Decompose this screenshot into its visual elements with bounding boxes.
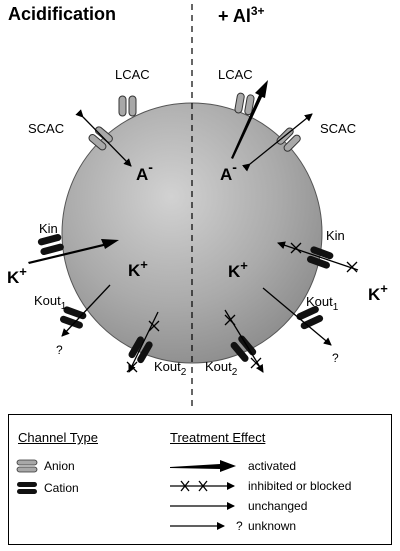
kout2-channel-left [128,336,153,364]
lcac-label-left: LCAC [115,67,150,82]
kout1-label-left: Kout1 [34,293,67,312]
k-ion-outside-left: K+ [7,264,27,287]
legend-activated-arrow [170,460,236,472]
kin-channel-right [306,246,334,269]
kout2-label-left: Kout2 [154,359,187,378]
legend-cation-swatch [17,482,37,494]
scac-arrow-right [242,113,313,172]
left-panel-title: Acidification [8,4,116,24]
kout2-inhibited-arrow-right [224,309,264,373]
legend-activated-label: activated [248,459,297,473]
kin-channel-left [37,233,64,256]
kout1-unknown-mark-left: ? [56,343,63,357]
legend-channel-type-header: Channel Type [18,430,98,445]
legend-box [8,414,392,545]
legend-anion-label: Anion [44,459,75,473]
kout1-unknown-arrow-left [61,284,111,337]
kout2-inhibited-arrow-left [126,311,160,373]
lcac-channel-right [234,92,255,116]
kin-label-right: Kin [326,228,345,243]
kin-inhibited-arrow-right [277,241,359,273]
legend-unchanged-label: unchanged [248,499,308,513]
legend-treatment-header: Treatment Effect [170,430,266,445]
right-panel-title: + Al3+ [218,4,265,26]
legend-cation-label: Cation [44,481,79,495]
kout1-unknown-arrow-right [262,287,332,346]
legend-arrow-glyphs [170,460,236,530]
kout2-label-right: Kout2 [205,359,238,378]
kin-label-left: Kin [39,221,58,236]
k-ion-inside-right: K+ [228,258,248,281]
legend-inhibited-label: inhibited or blocked [248,479,352,493]
legend-inhibited-arrow [170,480,235,492]
scac-label-right: SCAC [320,121,356,136]
right-title-main: + Al [218,6,251,26]
kout1-unknown-mark-right: ? [332,351,339,365]
kout1-channel-right [296,305,324,330]
k-ion-inside-left: K+ [128,257,148,280]
legend-unknown-label: unknown [248,519,297,533]
anion-label-right: A- [220,159,237,184]
scac-arrow-left [75,109,132,167]
right-title-superscript: 3+ [251,4,265,18]
lcac-channel-left [118,95,137,117]
anion-label-left: A- [136,159,153,184]
lcac-label-right: LCAC [218,67,253,82]
kin-activated-arrow-left [28,239,119,264]
k-ion-outside-right: K+ [368,281,388,304]
legend-unknown-mark: ? [236,519,243,533]
legend-anion-swatch [16,459,38,473]
kout1-label-right: Kout1 [306,294,339,313]
scac-label-left: SCAC [28,121,64,136]
